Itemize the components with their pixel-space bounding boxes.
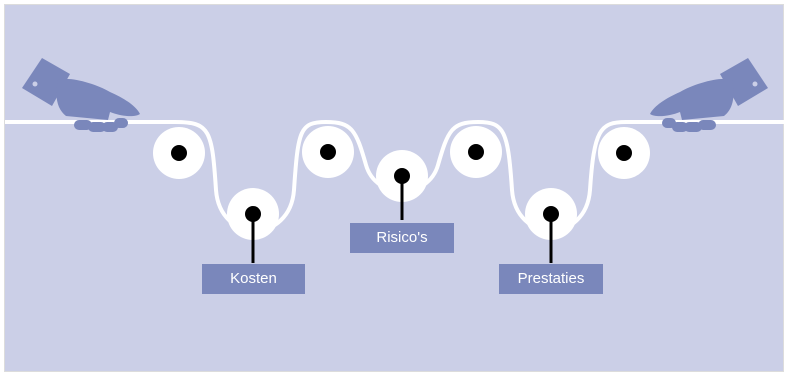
label-costs: Kosten bbox=[202, 264, 305, 294]
roller-hub bbox=[616, 145, 632, 161]
roller-hub bbox=[171, 145, 187, 161]
roller-7 bbox=[598, 127, 650, 179]
label-risks: Risico's bbox=[350, 223, 454, 253]
roller-hub bbox=[468, 144, 484, 160]
roller-3 bbox=[302, 126, 354, 178]
roller-hub bbox=[320, 144, 336, 160]
roller-5 bbox=[450, 126, 502, 178]
label-performance: Prestaties bbox=[499, 264, 603, 294]
roller-1 bbox=[153, 127, 205, 179]
